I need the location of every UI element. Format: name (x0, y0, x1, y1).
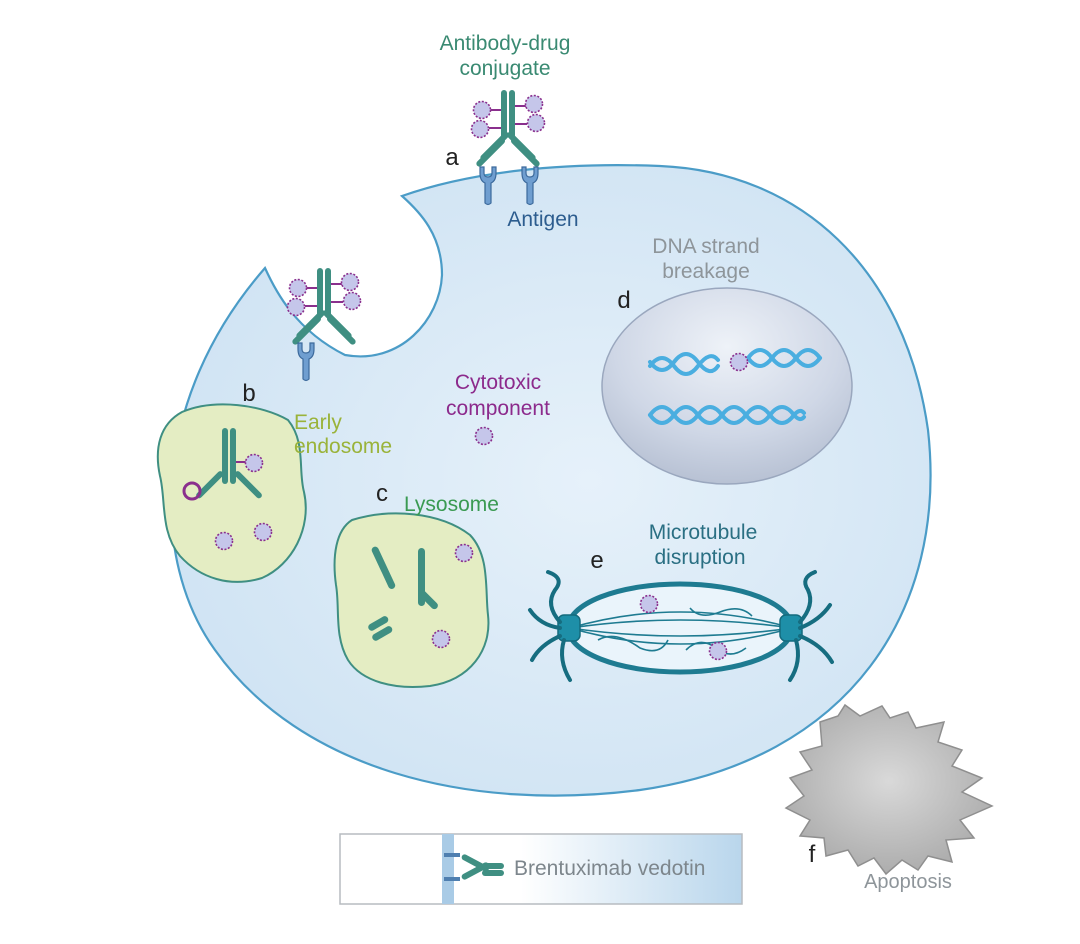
cytotoxic-label-line1: Cytotoxic (455, 371, 541, 394)
lysosome-payload-2 (431, 629, 451, 649)
endosome-payload-bound (244, 453, 264, 473)
dna-label-line1: DNA strand (652, 235, 759, 258)
adc-label-line2: conjugate (459, 57, 550, 80)
legend-label: Brentuximab vedotin (514, 857, 705, 880)
dna-payload (729, 352, 749, 372)
step-letter-a: a (445, 144, 459, 171)
endosome-label-line1: Early (294, 411, 342, 434)
nucleus (601, 287, 853, 485)
internalizing-adc (288, 268, 361, 346)
legend-adc-icon (444, 853, 504, 881)
endosome-payload-1 (214, 531, 234, 551)
step-letter-b: b (242, 380, 255, 407)
spindle-payload-2 (708, 641, 728, 661)
dna-broken-strand (648, 348, 822, 376)
step-letter-c: c (376, 480, 388, 507)
free-payload (474, 426, 494, 446)
dna-label-line2: breakage (662, 260, 750, 283)
microtubule-label-line2: disruption (654, 546, 745, 569)
apoptosis-label: Apoptosis (864, 871, 952, 893)
cytotoxic-label-line2: component (446, 397, 550, 420)
surface-adc (472, 90, 545, 168)
lysosome-payload-1 (454, 543, 474, 563)
apoptotic-cell (784, 703, 994, 876)
legend-box (339, 833, 743, 905)
lysosome-label: Lysosome (404, 493, 499, 516)
endosome-payload-2 (253, 522, 273, 542)
endosome-label-line2: endosome (294, 435, 392, 458)
antigen-label: Antigen (507, 208, 578, 231)
microtubule-label-line1: Microtubule (649, 521, 758, 544)
mitotic-spindle (528, 570, 834, 682)
dna-intact-strand (648, 405, 806, 425)
lysosome (333, 512, 490, 688)
endosome-payload-membrane (182, 481, 202, 501)
spindle-payload-1 (639, 594, 659, 614)
step-letter-d: d (617, 287, 630, 314)
step-letter-f: f (809, 841, 816, 868)
step-letter-e: e (590, 547, 603, 574)
adc-label-line1: Antibody-drug (440, 32, 571, 55)
lysosome-antibody-fragments (368, 546, 438, 641)
